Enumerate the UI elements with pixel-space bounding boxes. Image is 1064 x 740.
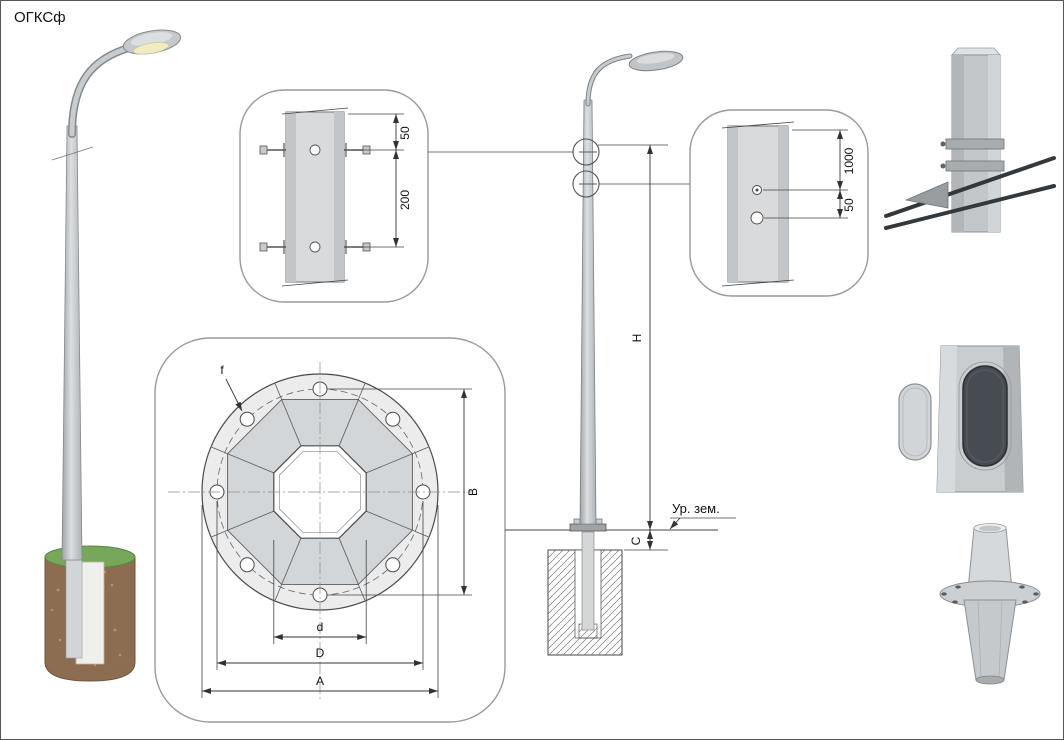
door-cover <box>898 383 932 461</box>
stay-rod-2 <box>884 184 1056 230</box>
break-mark-top <box>281 107 349 115</box>
gusset-ring <box>227 399 413 585</box>
dim-label-A: A <box>316 674 324 688</box>
break-mark-bottom-2 <box>721 279 795 287</box>
break-mark-bottom <box>281 279 349 287</box>
ground-label-arrow <box>669 517 681 530</box>
foundation-3d <box>44 545 136 682</box>
band-bolt-lower <box>940 163 946 169</box>
wedge-clamp <box>904 181 949 209</box>
door-column-facet-l <box>937 346 957 492</box>
band-bolt-upper <box>940 141 946 147</box>
band-clamp-lower <box>945 160 1005 172</box>
lamp-head-elevation <box>628 50 684 72</box>
flange-plan-view: f B d D A <box>154 337 506 723</box>
pole2-facet-right <box>778 126 788 282</box>
pole-facet-left <box>286 112 296 282</box>
embedded-shaft <box>65 559 83 659</box>
dim-label-D: D <box>316 646 325 660</box>
hole-detail-view: 1000 50 <box>689 109 869 297</box>
dim-label-d: d <box>317 620 324 634</box>
shaft-embedded <box>581 531 595 631</box>
shell-skirt <box>963 599 1017 681</box>
lamp-lens <box>132 42 170 55</box>
pole-shaft-elevation <box>579 99 597 525</box>
ground-level-label: Ур. зем. <box>672 501 720 516</box>
dim-label-50: 50 <box>398 126 412 140</box>
door-opening-inner <box>966 369 1004 463</box>
dim-label-B: B <box>466 488 480 496</box>
dim-label-200: 200 <box>398 190 412 210</box>
stay-rod-1 <box>884 156 1056 218</box>
shell-tube-bore <box>979 525 1001 532</box>
pole-shaft-3d <box>61 125 83 561</box>
break-mark-top-2 <box>721 121 795 129</box>
pole-facet-right <box>334 112 344 282</box>
dim-label-1000: 1000 <box>842 147 856 174</box>
anchor-nut-left <box>573 518 581 525</box>
skirt-seam-2 <box>998 600 1003 680</box>
pole2-facet-left <box>728 126 738 282</box>
base-shell-3d-render <box>939 523 1041 685</box>
band-clamp-upper <box>945 138 1005 150</box>
anchor-nut-right <box>595 518 603 525</box>
drawing-title: ОГКСф <box>14 9 66 26</box>
lower-hole <box>750 211 764 225</box>
shell-bottom <box>975 675 1005 685</box>
pole-elevation-view: H Ур. зем. C <box>428 50 736 656</box>
arm-elevation <box>586 54 632 106</box>
hole-dia-leader <box>225 378 243 412</box>
gusset-seams <box>211 383 429 601</box>
lamp-arm <box>69 44 135 137</box>
door-cover-inner <box>902 387 928 457</box>
base-flange <box>569 523 607 532</box>
opening-inner-edge <box>278 450 362 534</box>
pole-top-clamp-3d-render <box>884 47 1056 233</box>
skirt-seam-1 <box>977 600 982 680</box>
clamp-detail-view: 50 200 <box>239 89 429 303</box>
pole3d-top-cap <box>951 47 1001 56</box>
hole-dia-label: f <box>220 363 224 377</box>
dim-label-C: C <box>629 536 643 545</box>
upper-hole-center <box>755 188 759 192</box>
pole-3d-render <box>44 29 182 682</box>
dim-label-H: H <box>630 334 644 343</box>
dim-label-50-2: 50 <box>842 198 856 212</box>
door-opening <box>962 365 1008 467</box>
door-rim <box>958 361 1012 471</box>
access-door-3d-render <box>898 345 1024 493</box>
lamp-head-3d <box>122 29 182 55</box>
shaft-seam <box>51 146 94 161</box>
